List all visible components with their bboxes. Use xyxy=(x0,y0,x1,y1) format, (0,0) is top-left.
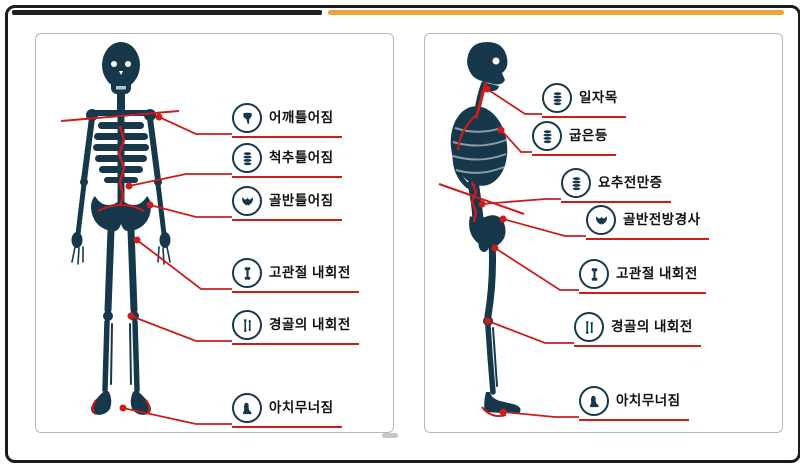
front-view-panel: 어깨틀어짐 척추틀어짐 골반틀어짐 고관절 내회전 경골의 내회전 xyxy=(35,33,394,433)
label-shoulder-twist: 어깨틀어짐 xyxy=(232,103,342,138)
label-text: 척추틀어짐 xyxy=(269,150,334,166)
label-spine-twist: 척추틀어짐 xyxy=(232,143,342,178)
label-straight-neck: 일자목 xyxy=(542,83,626,118)
label-text: 굽은등 xyxy=(569,128,608,144)
side-view-panel: 일자목 굽은등 요추전만증 골반전방경사 고관절 내회전 xyxy=(424,33,783,433)
spine-icon xyxy=(542,83,572,113)
icon-glyph xyxy=(240,401,255,416)
icon-glyph xyxy=(240,151,255,166)
label-text: 일자목 xyxy=(579,90,618,106)
icon-glyph xyxy=(569,176,584,191)
tibia-bones-icon xyxy=(574,312,604,342)
label-hip-internal-rotation: 고관절 내회전 xyxy=(579,259,706,294)
label-tibia-internal-rotation: 경골의 내회전 xyxy=(574,312,701,347)
shoulder-icon xyxy=(232,103,262,133)
label-text: 아치무너짐 xyxy=(616,393,681,409)
foot-icon xyxy=(232,393,262,423)
foot-icon xyxy=(579,386,609,416)
slide-frame: 어깨틀어짐 척추틀어짐 골반틀어짐 고관절 내회전 경골의 내회전 xyxy=(5,5,800,463)
icon-glyph xyxy=(240,111,255,126)
front-skeleton-illustration xyxy=(60,42,232,425)
icon-glyph xyxy=(240,194,255,209)
pelvis-icon xyxy=(232,186,262,216)
footer-mark xyxy=(382,433,398,438)
label-tibia-internal-rotation: 경골의 내회전 xyxy=(232,310,359,345)
label-rounded-back: 굽은등 xyxy=(532,121,616,156)
spine-icon xyxy=(561,168,591,198)
label-text: 경골의 내회전 xyxy=(611,319,693,335)
label-text: 경골의 내회전 xyxy=(269,317,351,333)
label-text: 골반전방경사 xyxy=(623,212,701,228)
femur-bone-icon xyxy=(579,259,609,289)
icon-glyph xyxy=(582,320,597,335)
label-arch-collapse: 아치무너짐 xyxy=(579,386,689,421)
label-lumbar-lordosis: 요추전만증 xyxy=(561,168,671,203)
label-text: 고관절 내회전 xyxy=(269,265,351,281)
tibia-bones-icon xyxy=(232,310,262,340)
icon-glyph xyxy=(240,318,255,333)
spine-icon xyxy=(232,143,262,173)
spine-icon xyxy=(532,121,562,151)
label-pelvis-twist: 골반틀어짐 xyxy=(232,186,342,221)
icon-glyph xyxy=(240,266,255,281)
icon-glyph xyxy=(550,91,565,106)
label-arch-collapse: 아치무너짐 xyxy=(232,393,342,428)
label-text: 어깨틀어짐 xyxy=(269,110,334,126)
femur-bone-icon xyxy=(232,258,262,288)
top-bar-accent-segment xyxy=(328,10,784,15)
icon-glyph xyxy=(587,394,602,409)
label-anterior-pelvic-tilt: 골반전방경사 xyxy=(586,205,709,240)
pelvis-icon xyxy=(586,205,616,235)
label-text: 골반틀어짐 xyxy=(269,193,334,209)
label-text: 아치무너짐 xyxy=(269,400,334,416)
side-skeleton-illustration xyxy=(438,42,586,418)
top-bar-dark-segment xyxy=(12,10,322,15)
icon-glyph xyxy=(540,129,555,144)
label-text: 요추전만증 xyxy=(598,175,663,191)
label-hip-internal-rotation: 고관절 내회전 xyxy=(232,258,359,293)
icon-glyph xyxy=(594,213,609,228)
icon-glyph xyxy=(587,267,602,282)
label-text: 고관절 내회전 xyxy=(616,266,698,282)
